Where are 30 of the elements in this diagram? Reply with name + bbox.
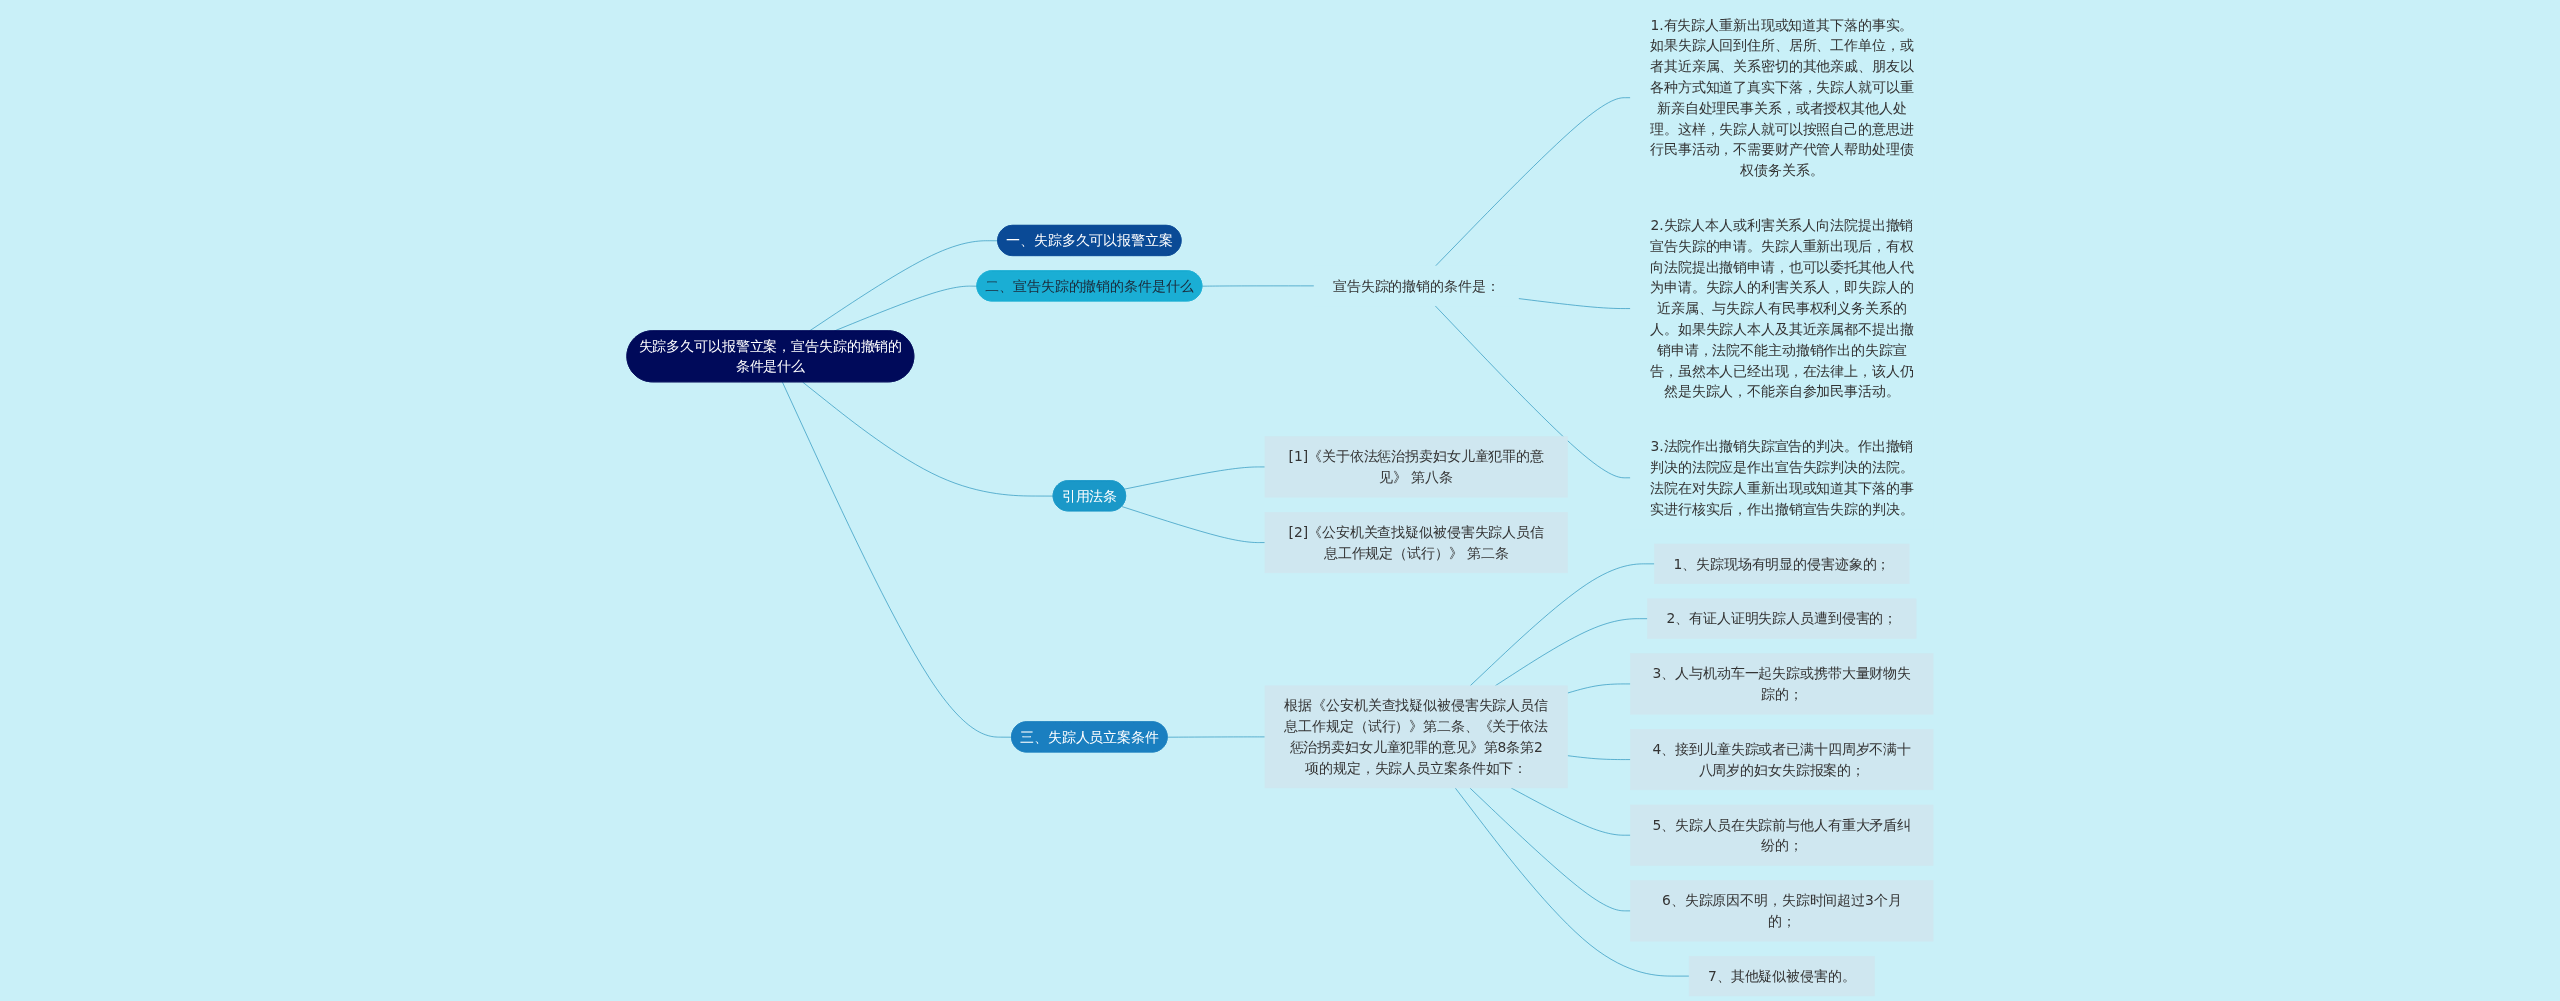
node-box: 根据《公安机关查找疑似被侵害失踪人员信息工作规定（试行）》第二条、《关于依法惩治拐卖妇女儿童犯罪的意见》第8条第2项的规定，失踪人员立案条件如下： [1264,685,1568,789]
node-box: 2、有证人证明失踪人员遭到侵害的； [1647,598,1917,639]
connector [1123,466,1266,490]
node-box: [1]《关于依法惩治拐卖妇女儿童犯罪的意见》 第八条 [1264,436,1568,498]
node-text: 1.有失踪人重新出现或知道其下落的事实。如果失踪人回到住所、居所、工作单位，或者其近亲属、关系密切的其他亲戚、朋友以各种方式知道了真实下落，失踪人就可以重新亲自处理民事关系，或者授权其他人处理。这样，失踪人就可以按照自己的意思进行民事活动，不需要财产代管人帮助处理债权债务关系。 [1650,17,1914,179]
node-box: 4、接到儿童失踪或者已满十四周岁不满十八周岁的妇女失踪报案的； [1630,729,1934,791]
connector [1201,285,1315,287]
node-text: 2.失踪人本人或利害关系人向法院提出撤销宣告失踪的申请。失踪人重新出现后，有权向法院提出撤销申请，也可以委托其他人代为申请。失踪人的利害关系人，即失踪人的近亲属、与失踪人有民事权利义务关系的人。如果失踪人本人及其近亲属都不提出撤销申请，法院不能主动撤销作出的失踪宣告，虽然本人已经出现，在法律上，该人仍然是失踪人，不能亲自参加民事活动。 [1650,217,1914,400]
node-box: 3、人与机动车一起失踪或携带大量财物失踪的； [1630,653,1934,715]
node-box: [2]《公安机关查找疑似被侵害失踪人员信息工作规定（试行）》 第二条 [1264,512,1568,574]
connector [1567,755,1631,760]
connector [1469,563,1655,687]
connector [1494,618,1648,687]
connector [782,381,1013,738]
connector [1435,97,1631,267]
node-box: 7、其他疑似被侵害的。 [1688,955,1875,997]
connector [1567,683,1631,694]
node-text: 3.法院作出撤销失踪宣告的判决。作出撤销判决的法院应是作出宣告失踪判决的法院。法院在对失踪人重新出现或知道其下落的事实进行核实后，作出撤销宣告失踪的判决。 [1650,438,1914,517]
connector [1510,787,1631,836]
node-box: 6、失踪原因不明，失踪时间超过3个月的； [1630,880,1934,942]
connector [1121,506,1266,543]
node-box: 5、失踪人员在失踪前与他人有重大矛盾纠纷的； [1630,804,1934,866]
connector [1167,736,1266,738]
node-text: 宣告失踪的撤销的条件是： [1333,277,1500,294]
connector [1469,787,1631,912]
connector [1454,787,1690,977]
connector [1518,298,1631,309]
node-box: 1、失踪现场有明显的侵害迹象的； [1654,543,1910,585]
connector [1434,305,1631,479]
connector [802,381,1054,497]
